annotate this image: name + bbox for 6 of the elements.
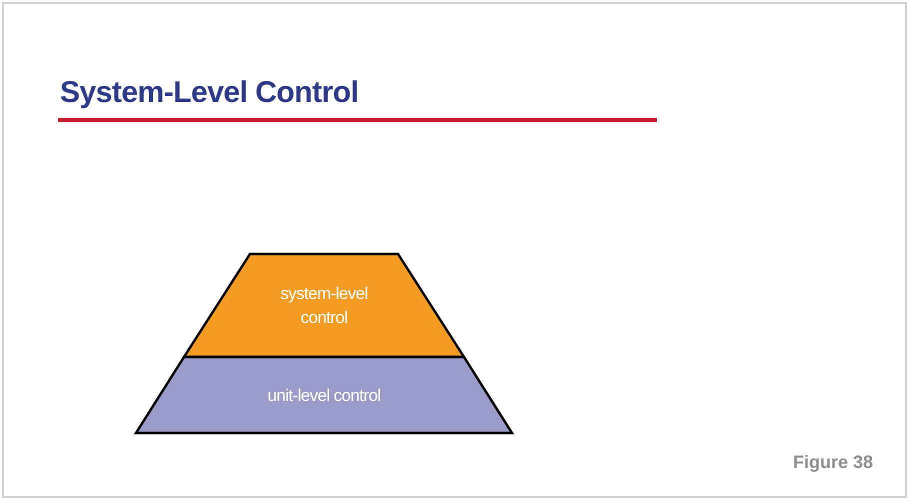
pyramid-tier [136,357,512,433]
tier-label: system-level control [279,283,369,329]
slide-title: System-Level Control [60,76,358,110]
figure-number: Figure 38 [792,452,873,473]
tier-label: unit-level control [266,385,382,407]
pyramid-tier [184,254,464,357]
